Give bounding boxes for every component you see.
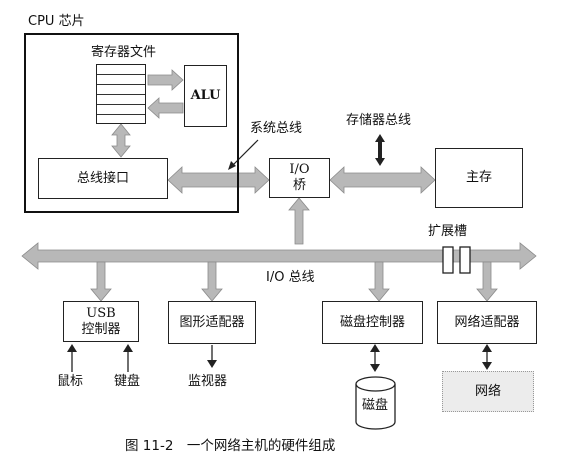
register-file-label: 寄存器文件: [91, 45, 157, 60]
io-bus: [21, 242, 537, 270]
memory-bus-label: 存储器总线: [346, 113, 412, 128]
network: 网络: [442, 371, 534, 412]
keyboard-arrow-head: [123, 344, 133, 352]
iobus-to-graphics-arrow: [201, 261, 223, 302]
bus-interface-label: 总线接口: [76, 170, 129, 186]
cpu-chip: [24, 33, 239, 213]
register-file: [96, 64, 146, 124]
register-to-interface-arrow: [111, 123, 131, 158]
io-bridge-line2: 桥: [292, 178, 306, 193]
system-bus-pointer-head: [228, 161, 236, 170]
alu-label: ALU: [190, 88, 221, 103]
expansion-slots-label: 扩展槽: [428, 224, 468, 239]
expansion-slot-1: [442, 246, 454, 274]
disk-controller-label: 磁盘控制器: [339, 314, 405, 330]
expansion-slot-2: [459, 246, 471, 274]
main-memory-label: 主存: [465, 170, 492, 185]
io-bridge-line1: I/O: [289, 162, 310, 177]
graphics-adapter: 图形适配器: [168, 301, 256, 344]
cpu-chip-label: CPU 芯片: [28, 14, 85, 29]
disk-label: 磁盘: [362, 398, 389, 413]
graphics-adapter-label: 图形适配器: [179, 314, 245, 330]
figure-caption: 图 11-2 一个网络主机的硬件组成: [125, 438, 336, 454]
disk-cylinder: [355, 376, 396, 430]
alu-to-register-arrow: [147, 97, 184, 119]
disk-controller: 磁盘控制器: [322, 301, 423, 344]
disk-arrow-head-top: [370, 344, 380, 352]
keyboard-label: 键盘: [114, 374, 141, 389]
alu: ALU: [184, 65, 227, 127]
network-adapter: 网络适配器: [437, 301, 537, 344]
network-adapter-label: 网络适配器: [454, 314, 520, 330]
main-memory: 主存: [435, 148, 523, 208]
memory-bus-indicator-arrow: [375, 134, 385, 166]
network-label: 网络: [474, 383, 501, 399]
bus-interface: 总线接口: [38, 158, 168, 199]
memory-bus-arrow: [329, 166, 436, 194]
usb-controller-line2: 控制器: [81, 321, 121, 337]
monitor-label: 监视器: [188, 374, 228, 389]
network-arrow-head-bottom: [482, 362, 492, 370]
network-arrow-head-top: [482, 344, 492, 352]
mouse-arrow-head: [67, 344, 77, 352]
system-bus-pointer: [231, 139, 259, 167]
io-bridge: I/O 桥: [269, 158, 330, 198]
monitor-arrow-head: [207, 360, 217, 368]
usb-controller-line1: USB: [86, 305, 116, 321]
mouse-label: 鼠标: [57, 374, 84, 389]
usb-controller: USB 控制器: [63, 301, 139, 342]
register-to-alu-arrow: [147, 69, 184, 91]
iobus-to-network-adapter-arrow: [476, 261, 498, 302]
iobus-to-disk-controller-arrow: [368, 261, 390, 302]
disk-arrow-head-bottom: [370, 364, 380, 372]
bridge-to-iobus-arrow: [288, 197, 310, 245]
io-bus-label: I/O 总线: [266, 270, 315, 285]
system-bus-label: 系统总线: [250, 121, 303, 136]
iobus-to-usb-arrow: [90, 261, 112, 302]
